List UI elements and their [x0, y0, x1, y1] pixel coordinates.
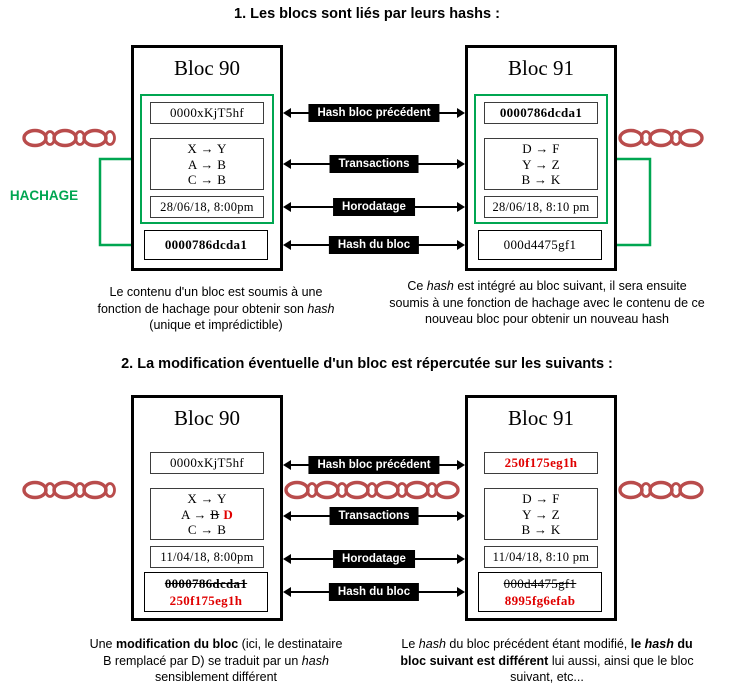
tx-old-recipient: B: [210, 506, 220, 522]
hashed-content-frame: [140, 94, 274, 224]
row-label: Transactions: [329, 155, 419, 173]
caption-text: Le contenu d'un bloc est soumis à une fo…: [97, 285, 323, 316]
transactions-field: D → F Y → Z B → K: [484, 138, 598, 190]
bloc91-title: Bloc 91: [508, 56, 574, 80]
bloc90-section1: Bloc 90 0000xKjT5hf X → Y A → B C → B 28…: [131, 45, 283, 271]
row-horodatage: Horodatage: [283, 196, 465, 218]
caption-text: sensiblement différent: [154, 670, 278, 684]
timestamp-field: 28/06/18, 8:10 pm: [484, 196, 598, 218]
tx-new-recipient: D: [223, 506, 234, 522]
transaction-line: B → K: [521, 172, 561, 187]
prev-hash-field: 0000xKjT5hf: [150, 452, 264, 474]
timestamp-field: 11/04/18, 8:00pm: [150, 546, 264, 568]
block-hash-field: 000d4475gf1 8995fg6efab: [478, 572, 602, 612]
transactions-field: D → F Y → Z B → K: [484, 488, 598, 540]
hashed-content-frame: [474, 94, 608, 224]
new-hash: 8995fg6efab: [504, 593, 576, 608]
transaction-line: D → F: [522, 141, 560, 156]
chain-links-icon: [618, 480, 704, 500]
transaction-line: C → B: [187, 522, 227, 537]
row-label: Transactions: [329, 507, 419, 525]
prev-hash-field: 250f175eg1h: [484, 452, 598, 474]
caption-text: Ce: [407, 279, 427, 293]
section1-title: 1. Les blocs sont liés par leurs hashs :: [234, 6, 500, 22]
transaction-line: X → Y: [187, 491, 227, 506]
new-hash: 250f175eg1h: [169, 593, 243, 608]
caption-section2-left: Une modification du bloc (ici, le destin…: [88, 636, 344, 686]
section2-title: 2. La modification éventuelle d'un bloc …: [121, 356, 613, 372]
timestamp-field: 28/06/18, 8:00pm: [150, 196, 264, 218]
row-horodatage: Horodatage: [283, 548, 465, 570]
chain-links-icon: [618, 128, 704, 148]
chain-links-icon: [22, 480, 116, 500]
caption-text: le: [630, 637, 645, 651]
caption-text: modification du bloc: [115, 637, 239, 651]
caption-text: hash: [301, 653, 329, 668]
row-label: Hash bloc précédent: [308, 104, 440, 122]
timestamp-field: 11/04/18, 8:10 pm: [484, 546, 598, 568]
old-hash: 0000786dcda1: [164, 576, 248, 591]
caption-text: hash: [307, 301, 335, 316]
row-hash-du-bloc: Hash du bloc: [283, 581, 465, 603]
bloc90-title: Bloc 90: [174, 406, 240, 430]
caption-text: hash: [644, 637, 674, 651]
bloc91-title: Bloc 91: [508, 406, 574, 430]
old-hash: 000d4475gf1: [503, 576, 577, 591]
row-label: Horodatage: [333, 550, 415, 568]
chain-links-icon: [22, 128, 116, 148]
row-label: Hash bloc précédent: [308, 456, 440, 474]
transactions-field: X → Y A → B C → B: [150, 138, 264, 190]
transaction-line: C → B: [187, 172, 227, 187]
bloc91-section2: Bloc 91 250f175eg1h D → F Y → Z B → K 11…: [465, 395, 617, 621]
caption-text: Le: [401, 637, 419, 651]
hash-flow-arrow-right: [602, 157, 652, 255]
transaction-line: Y → Z: [522, 156, 560, 172]
tx-text: A →: [180, 506, 211, 522]
caption-text: est intégré au bloc suivant, il sera ens…: [389, 279, 705, 326]
block-hash-field: 0000786dcda1 250f175eg1h: [144, 572, 268, 612]
caption-text: (unique et imprédictible): [149, 318, 283, 332]
row-prev-hash: Hash bloc précédent: [283, 102, 465, 124]
row-transactions: Transactions: [283, 505, 465, 527]
row-hash-du-bloc: Hash du bloc: [283, 234, 465, 256]
transaction-line: A → B: [187, 156, 227, 172]
row-label: Hash du bloc: [328, 583, 420, 601]
row-label: Horodatage: [333, 198, 415, 216]
caption-section1-left: Le contenu d'un bloc est soumis à une fo…: [88, 284, 344, 334]
caption-text: hash: [426, 279, 454, 293]
row-prev-hash: Hash bloc précédent: [283, 454, 465, 476]
row-transactions: Transactions: [283, 153, 465, 175]
caption-text: (ici, le destinataire B remplacé par D) …: [103, 637, 343, 668]
block-hash-field: 0000786dcda1: [144, 230, 268, 260]
caption-section2-right: Le hash du bloc précédent étant modifié,…: [388, 636, 706, 686]
caption-section1-right: Ce hash est intégré au bloc suivant, il …: [388, 278, 706, 328]
bloc90-title: Bloc 90: [174, 56, 240, 80]
hachage-label: HACHAGE: [9, 188, 79, 203]
prev-hash-field: 0000xKjT5hf: [150, 102, 264, 124]
hash-flow-arrow-left: [98, 157, 148, 255]
caption-text: du bloc suivant est différent: [400, 637, 693, 668]
caption-text: hash: [418, 637, 446, 651]
bloc91-section1: Bloc 91 0000786dcda1 D → F Y → Z B → K 2…: [465, 45, 617, 271]
caption-text: Une: [89, 637, 116, 651]
block-hash-field: 000d4475gf1: [478, 230, 602, 260]
transaction-line: X → Y: [187, 141, 227, 156]
transaction-line: B → K: [521, 522, 561, 537]
caption-text: du bloc précédent étant modifié,: [445, 637, 631, 651]
prev-hash-field: 0000786dcda1: [484, 102, 598, 124]
transaction-line: Y → Z: [522, 506, 560, 522]
row-label: Hash du bloc: [328, 236, 420, 254]
chain-links-icon: [284, 480, 460, 500]
caption-text: lui aussi, ainsi que le bloc suivant, et…: [510, 653, 694, 685]
transaction-line: D → F: [522, 491, 560, 506]
